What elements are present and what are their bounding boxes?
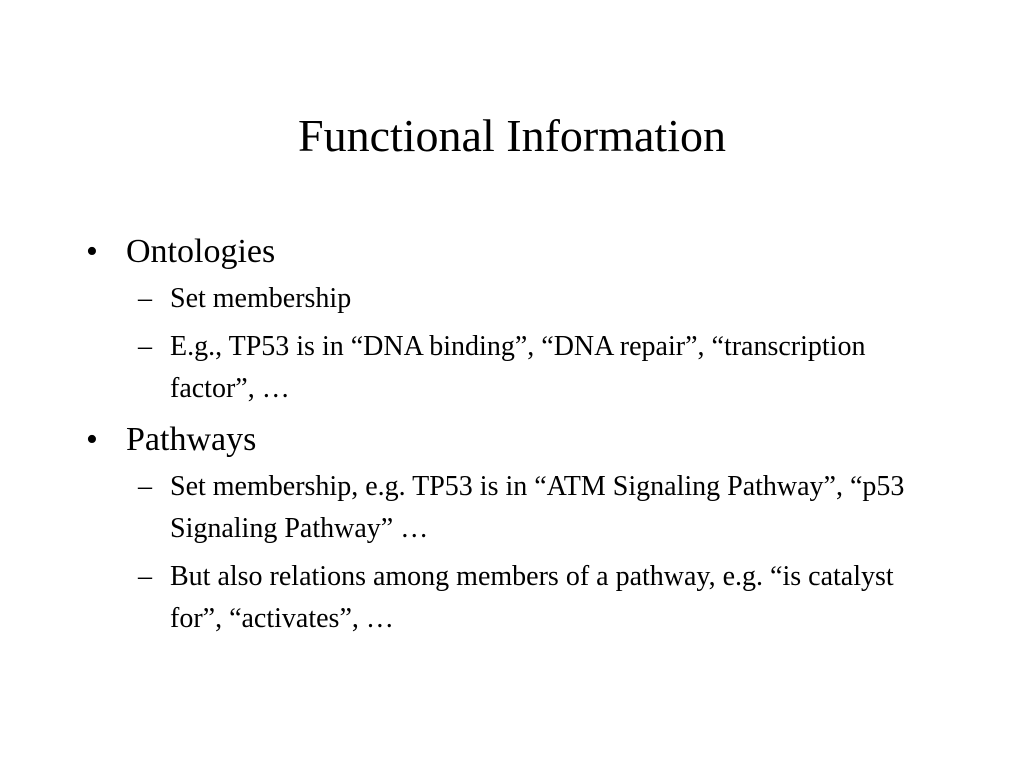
sub-item-text: Set membership — [170, 283, 352, 314]
sub-item: – Set membership, e.g. TP53 is in “ATM S… — [126, 466, 944, 550]
dash-icon: – — [138, 561, 152, 592]
bullet-label: Pathways — [126, 421, 257, 458]
bullet-item-ontologies: • Ontologies – Set membership – E.g., TP… — [84, 230, 944, 410]
sub-item-text: But also relations among members of a pa… — [170, 561, 894, 634]
sub-item: – But also relations among members of a … — [126, 556, 944, 640]
bullet-label: Ontologies — [126, 233, 276, 270]
bullet-icon: • — [86, 421, 98, 458]
sub-item: – E.g., TP53 is in “DNA binding”, “DNA r… — [126, 326, 944, 410]
bullet-item-pathways: • Pathways – Set membership, e.g. TP53 i… — [84, 418, 944, 640]
dash-icon: – — [138, 283, 152, 314]
sub-item-text: Set membership, e.g. TP53 is in “ATM Sig… — [170, 471, 905, 544]
sub-item-text: E.g., TP53 is in “DNA binding”, “DNA rep… — [170, 331, 866, 404]
sub-item: – Set membership — [126, 278, 944, 320]
slide-title: Functional Information — [298, 110, 726, 161]
sub-list: – Set membership – E.g., TP53 is in “DNA… — [126, 278, 944, 410]
dash-icon: – — [138, 471, 152, 502]
dash-icon: – — [138, 331, 152, 362]
bullet-icon: • — [86, 233, 98, 270]
bullet-list: • Ontologies – Set membership – E.g., TP… — [84, 230, 944, 648]
sub-list: – Set membership, e.g. TP53 is in “ATM S… — [126, 466, 944, 640]
